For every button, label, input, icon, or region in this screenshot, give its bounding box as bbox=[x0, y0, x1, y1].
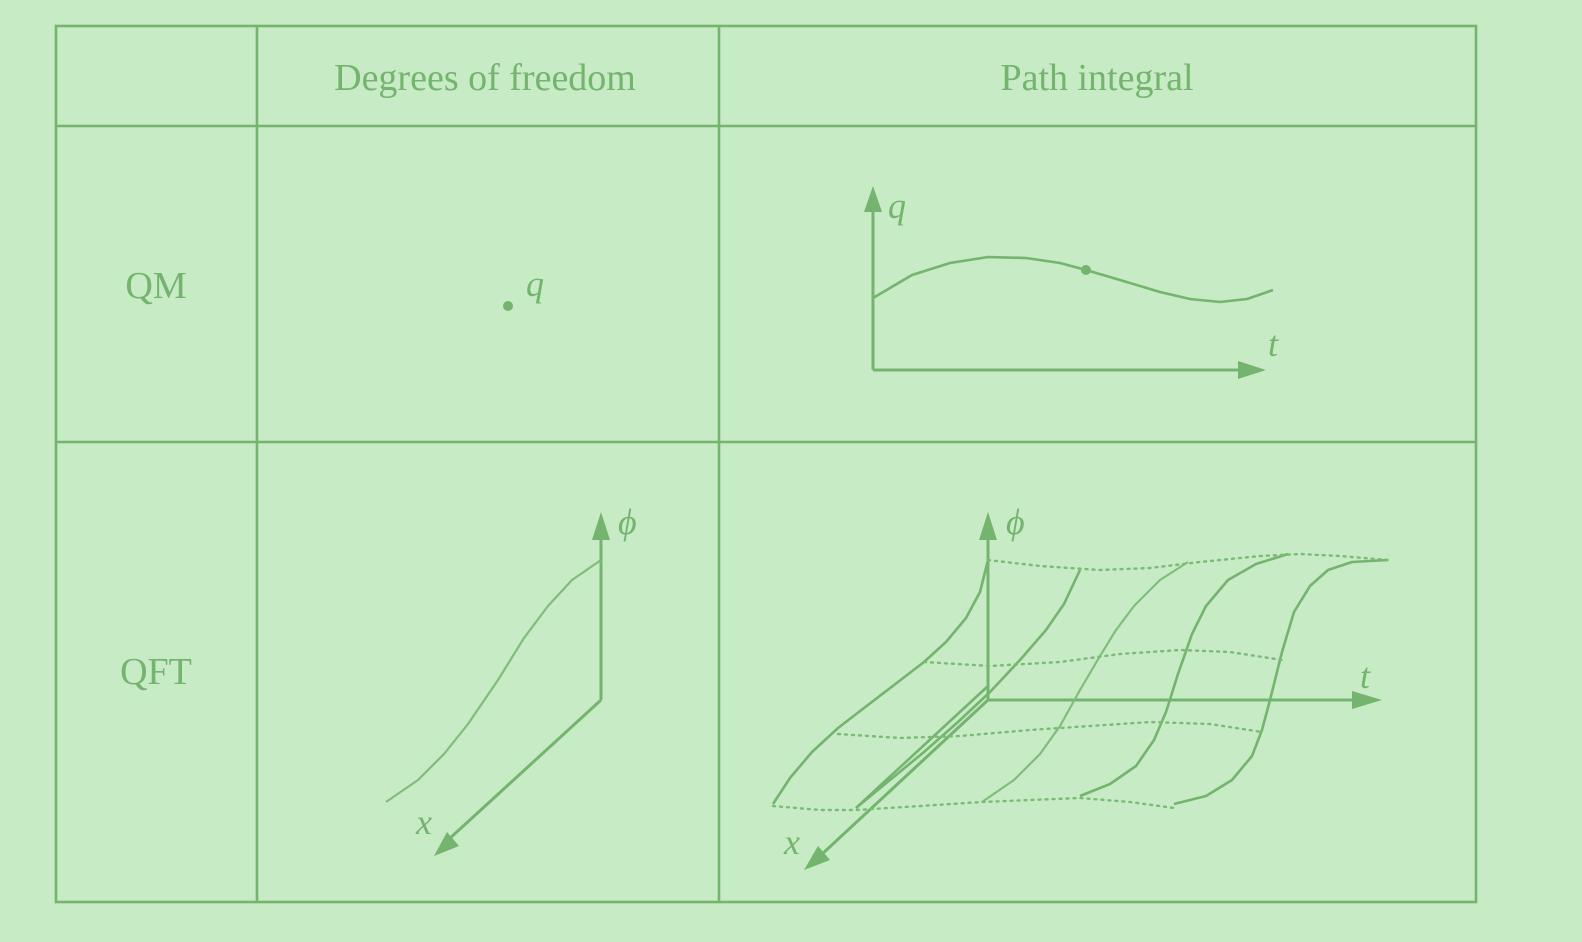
phi-axis-arrowhead bbox=[592, 512, 610, 540]
x-axis bbox=[446, 698, 603, 842]
qft-path-integral-plot: ϕ t x bbox=[771, 502, 1390, 870]
row-label-qm: QM bbox=[125, 265, 186, 307]
surface-t-axis-arrowhead bbox=[1352, 691, 1382, 709]
x-axis-label: x bbox=[415, 802, 432, 842]
phi-axis-label: ϕ bbox=[618, 502, 637, 542]
q-axis-label: q bbox=[888, 186, 906, 226]
surface-edge-line bbox=[855, 685, 989, 809]
time-line-back bbox=[986, 552, 1390, 572]
field-slice-3 bbox=[981, 561, 1189, 803]
point-q-label: q bbox=[526, 264, 544, 304]
surface-x-axis-arrowhead bbox=[804, 846, 830, 870]
qft-degrees-of-freedom-plot: ϕ x bbox=[385, 502, 637, 856]
t-axis-label: t bbox=[1268, 324, 1279, 364]
header-degrees-of-freedom: Degrees of freedom bbox=[334, 57, 636, 99]
table-grid bbox=[54, 24, 1478, 904]
field-slice-2 bbox=[855, 569, 1082, 810]
surface-x-axis-label: x bbox=[783, 822, 800, 862]
q-axis-arrowhead bbox=[864, 186, 882, 212]
t-axis-arrowhead bbox=[1238, 361, 1266, 379]
field-slice-1 bbox=[771, 559, 990, 805]
header-path-integral: Path integral bbox=[1000, 57, 1193, 99]
table-border bbox=[54, 24, 1478, 904]
field-configuration-curve bbox=[385, 559, 602, 803]
x-axis-arrowhead bbox=[434, 832, 459, 856]
time-line-lower bbox=[836, 720, 1264, 740]
path-point-marker bbox=[1081, 265, 1091, 275]
time-line-upper bbox=[922, 648, 1284, 668]
surface-x-axis bbox=[818, 698, 990, 858]
qm-degrees-of-freedom-cell: q bbox=[503, 264, 544, 311]
path-q-of-t bbox=[872, 255, 1274, 304]
qm-path-integral-plot: q t bbox=[864, 186, 1279, 379]
field-slice-4 bbox=[1079, 552, 1289, 798]
point-q-marker bbox=[503, 301, 513, 311]
surface-phi-axis-arrowhead bbox=[979, 512, 997, 540]
surface-t-axis-label: t bbox=[1360, 656, 1371, 696]
time-line-front bbox=[771, 796, 1176, 812]
field-slice-5 bbox=[1173, 558, 1389, 806]
row-label-qft: QFT bbox=[120, 651, 192, 693]
surface-phi-axis-label: ϕ bbox=[1006, 502, 1025, 542]
